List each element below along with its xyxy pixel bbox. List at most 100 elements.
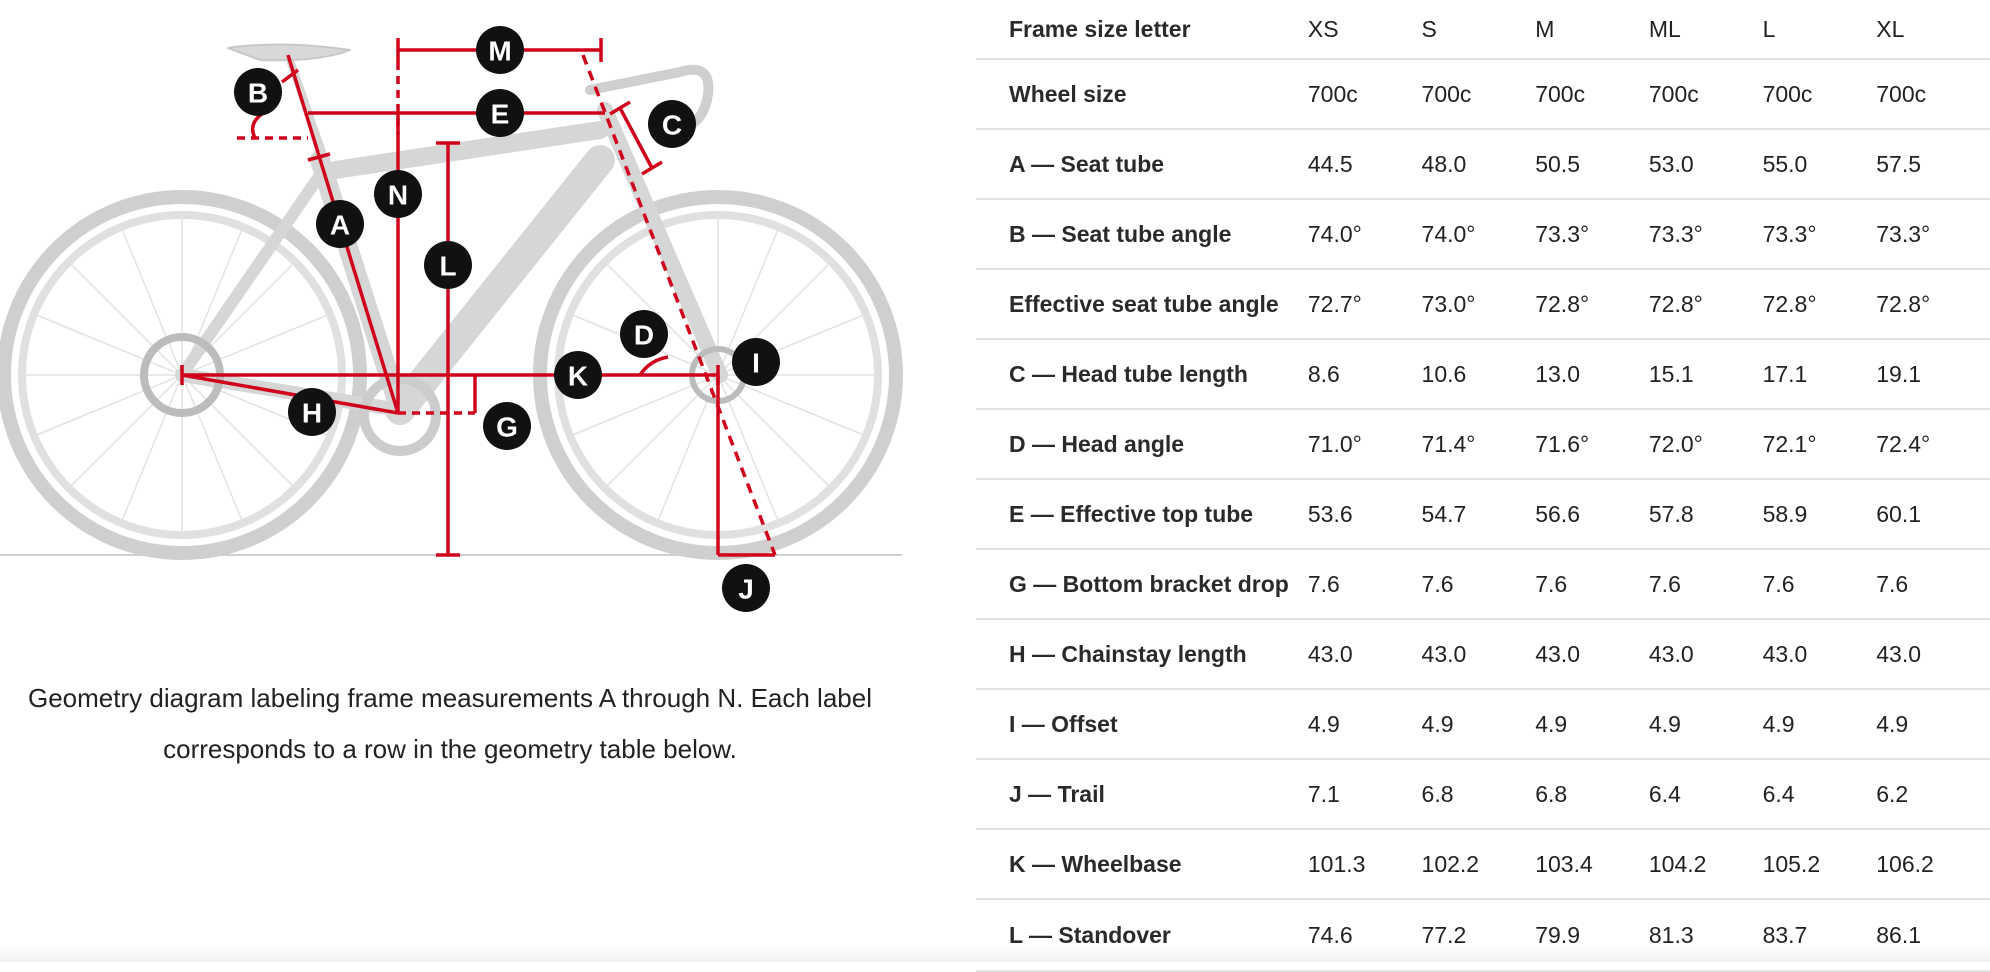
row-value: 58.9: [1762, 479, 1877, 550]
row-value: 73.3°: [1648, 199, 1763, 270]
row-value: 6.2: [1876, 759, 1990, 830]
row-label: H — Chainstay length: [976, 619, 1308, 690]
row-value: 54.7: [1421, 479, 1536, 550]
label-C: C: [648, 100, 696, 148]
row-value: 43.0: [1762, 619, 1877, 690]
row-value: 72.4°: [1876, 409, 1990, 480]
row-value: 106.2: [1876, 829, 1990, 900]
row-label: Wheel size: [976, 59, 1308, 130]
label-G: G: [483, 402, 531, 450]
header-size: M: [1535, 0, 1649, 60]
row-value: 55.0: [1762, 129, 1877, 200]
row-value: 7.6: [1876, 549, 1990, 620]
row-value: 700c: [1876, 59, 1990, 130]
row-value: 700c: [1307, 59, 1422, 130]
geometry-diagram: M B E C N L A D I K H G J Geometry diagr…: [0, 0, 910, 764]
row-label: K — Wheelbase: [976, 829, 1308, 900]
row-value: 44.5: [1307, 129, 1422, 200]
row-value: 6.8: [1535, 759, 1649, 830]
row-value: 72.8°: [1648, 269, 1763, 340]
row-value: 10.6: [1421, 339, 1536, 410]
row-value: 104.2: [1648, 829, 1763, 900]
row-value: 73.0°: [1421, 269, 1536, 340]
row-label: C — Head tube length: [976, 339, 1308, 410]
row-label: D — Head angle: [976, 409, 1308, 480]
row-value: 73.3°: [1762, 199, 1877, 270]
header-label: Frame size letter: [976, 0, 1308, 60]
row-value: 72.7°: [1307, 269, 1422, 340]
label-E: E: [476, 89, 524, 137]
label-A: A: [316, 200, 364, 248]
header-size: S: [1421, 0, 1536, 60]
label-D: D: [620, 310, 668, 358]
row-value: 19.1: [1876, 339, 1990, 410]
row-label: G — Bottom bracket drop: [976, 549, 1308, 620]
row-value: 43.0: [1648, 619, 1763, 690]
bike-geometry-svg: M B E C N L A D I K H G J: [0, 26, 903, 612]
row-value: 72.8°: [1762, 269, 1877, 340]
row-value: 43.0: [1307, 619, 1422, 690]
row-label: Effective seat tube angle: [976, 269, 1308, 340]
row-label: B — Seat tube angle: [976, 199, 1308, 270]
row-value: 7.6: [1421, 549, 1536, 620]
label-H: H: [288, 388, 336, 436]
row-value: 72.8°: [1876, 269, 1990, 340]
row-value: 74.0°: [1307, 199, 1422, 270]
measurement-lines: [180, 38, 777, 557]
row-value: 105.2: [1762, 829, 1877, 900]
row-value: 4.9: [1307, 689, 1422, 760]
label-markers: M B E C N L A D I K H G J: [234, 26, 780, 612]
row-value: 4.9: [1535, 689, 1649, 760]
row-label: J — Trail: [976, 759, 1308, 830]
row-value: 101.3: [1307, 829, 1422, 900]
row-label: A — Seat tube: [976, 129, 1308, 200]
row-value: 7.6: [1648, 549, 1763, 620]
row-value: 43.0: [1421, 619, 1536, 690]
row-value: 57.5: [1876, 129, 1990, 200]
svg-text:C: C: [662, 110, 682, 141]
row-value: 72.0°: [1648, 409, 1763, 480]
svg-text:L: L: [439, 251, 456, 282]
row-value: 71.4°: [1421, 409, 1536, 480]
row-value: 700c: [1535, 59, 1649, 130]
row-value: 50.5: [1535, 129, 1649, 200]
row-value: 4.9: [1762, 689, 1877, 760]
header-size: ML: [1648, 0, 1763, 60]
row-value: 72.1°: [1762, 409, 1877, 480]
row-value: 13.0: [1535, 339, 1649, 410]
row-value: 72.8°: [1535, 269, 1649, 340]
row-value: 71.0°: [1307, 409, 1422, 480]
svg-text:M: M: [488, 36, 511, 67]
row-value: 700c: [1648, 59, 1763, 130]
label-L: L: [424, 241, 472, 289]
row-value: 6.4: [1762, 759, 1877, 830]
row-value: 17.1: [1762, 339, 1877, 410]
svg-text:H: H: [302, 398, 322, 429]
row-value: 73.3°: [1876, 199, 1990, 270]
row-value: 4.9: [1876, 689, 1990, 760]
row-value: 71.6°: [1535, 409, 1649, 480]
header-size: XS: [1307, 0, 1422, 60]
label-N: N: [374, 170, 422, 218]
bike-silhouette: [0, 43, 903, 560]
row-value: 43.0: [1876, 619, 1990, 690]
row-value: 6.8: [1421, 759, 1536, 830]
row-value: 53.6: [1307, 479, 1422, 550]
row-label: E — Effective top tube: [976, 479, 1308, 550]
label-K: K: [554, 351, 602, 399]
bottom-fade: [0, 944, 1990, 962]
row-value: 57.8: [1648, 479, 1763, 550]
row-value: 7.6: [1762, 549, 1877, 620]
row-value: 48.0: [1421, 129, 1536, 200]
svg-text:E: E: [491, 99, 510, 130]
label-J: J: [722, 564, 770, 612]
